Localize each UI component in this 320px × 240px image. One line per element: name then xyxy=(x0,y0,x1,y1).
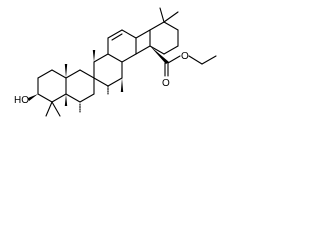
bond xyxy=(135,45,151,55)
bond xyxy=(163,21,179,31)
ring-d xyxy=(107,29,137,63)
bond xyxy=(79,69,95,79)
bond xyxy=(121,29,137,39)
bond xyxy=(37,69,53,79)
ether-oxygen-label: O xyxy=(181,51,189,62)
wedge-bond xyxy=(150,46,169,64)
angular-methyls xyxy=(64,50,124,113)
bond xyxy=(121,53,137,63)
bond xyxy=(149,21,165,31)
bond xyxy=(107,77,123,87)
bond xyxy=(163,45,179,55)
ring-c xyxy=(93,53,123,87)
double-bond xyxy=(111,33,123,41)
bond xyxy=(65,69,81,79)
methyl-bond xyxy=(45,101,53,117)
bond xyxy=(188,55,203,65)
bond xyxy=(37,93,53,103)
bond xyxy=(167,55,181,64)
ring-a-substituents xyxy=(28,94,68,117)
bond xyxy=(93,77,109,87)
bond xyxy=(51,69,67,79)
wedge-bond xyxy=(28,94,38,101)
bond xyxy=(107,53,123,63)
bond xyxy=(107,29,123,39)
bond xyxy=(51,93,67,103)
ring-e xyxy=(135,21,179,55)
methyl-bond xyxy=(51,101,61,117)
wedge-bond xyxy=(92,50,96,62)
wedge-bond xyxy=(64,94,68,106)
methyl-bond xyxy=(159,7,165,23)
bond xyxy=(65,93,81,103)
bond xyxy=(79,93,95,103)
bond xyxy=(135,29,151,39)
bond xyxy=(149,45,165,55)
wedge-bond xyxy=(120,78,124,92)
ethyl-ester-group xyxy=(150,46,217,77)
ring-b xyxy=(65,69,95,103)
methyl-bond xyxy=(163,11,179,23)
bond xyxy=(201,55,217,65)
carbonyl-oxygen-label: O xyxy=(162,78,170,89)
hydroxyl-label: HO xyxy=(14,95,29,106)
gem-dimethyl-e xyxy=(159,7,179,23)
wedge-bond xyxy=(64,64,68,78)
chemical-structure-diagram: O O HO xyxy=(14,7,217,117)
bond xyxy=(93,53,109,63)
ring-a xyxy=(37,69,67,103)
